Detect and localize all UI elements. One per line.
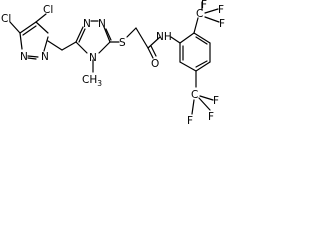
trifluoromethyl-top — [201, 1, 220, 23]
methylene-linker — [47, 40, 77, 51]
imidazole-nitrogen-label-2: N — [41, 51, 49, 63]
cf3-bottom-fluorine-label-1: F — [213, 95, 219, 107]
methyl-label: CH3 — [82, 74, 102, 88]
cf3-bottom-fluorine-label-2: F — [208, 111, 214, 123]
cf3-top-carbon-label: C — [196, 8, 203, 20]
triazole-nitrogen-label-1: N — [83, 18, 91, 30]
triazole-nitrogen-label-4: N — [89, 52, 97, 64]
chlorine-label-left: Cl — [1, 13, 11, 25]
chlorine-label-top: Cl — [43, 4, 53, 16]
imidazole-nitrogen-label: N — [20, 51, 28, 63]
trifluoromethyl-bottom — [191, 95, 214, 115]
sulfur-label: S — [119, 37, 126, 49]
amide-nh-label: NH — [156, 31, 172, 43]
cf3-bottom-carbon-label: C — [191, 89, 198, 101]
oxygen-label: O — [151, 58, 159, 70]
benzene-ring — [179, 17, 211, 88]
cf3-bottom-fluorine-label-3: F — [187, 115, 193, 127]
triazole-nitrogen-label-2: N — [98, 18, 106, 30]
imidazole-ring — [9, 13, 49, 60]
chemical-structure-diagram: Cl Cl N N N N N CH3 S O NH C F F F C F F… — [1, 0, 225, 127]
triazole-ring — [75, 20, 112, 73]
cf3-top-fluorine-label-1: F — [201, 0, 207, 11]
cf3-top-fluorine-label-2: F — [218, 4, 224, 16]
cf3-top-fluorine-label-3: F — [219, 18, 225, 30]
thioacetamide-chain — [109, 27, 181, 59]
